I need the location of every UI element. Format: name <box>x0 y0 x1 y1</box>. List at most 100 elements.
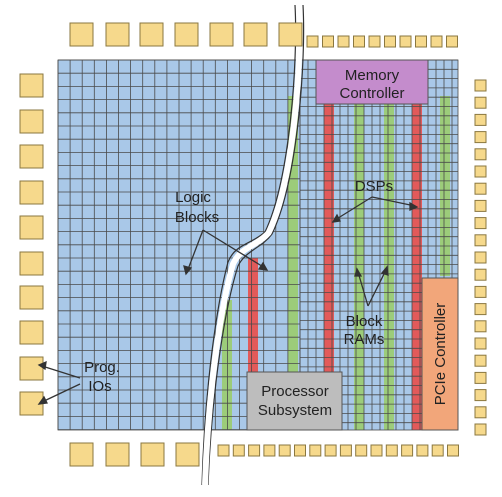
dsp-arrow-left-head <box>331 213 341 223</box>
dsp-column <box>324 96 334 430</box>
io-pad <box>430 35 443 48</box>
io-pad <box>105 442 130 467</box>
bram-arrow-left <box>357 271 369 307</box>
bram-column <box>384 96 394 430</box>
bram-column <box>440 96 450 276</box>
memory-controller-label: Controller <box>339 85 404 102</box>
io-pad <box>217 444 230 457</box>
io-pad <box>353 35 365 48</box>
io-pad <box>474 148 487 161</box>
io-pad <box>474 199 487 212</box>
logic-arrow-left <box>186 229 204 273</box>
io-pad <box>474 337 487 350</box>
io-pad <box>324 444 337 457</box>
io-pad <box>474 131 487 144</box>
io-pad <box>69 22 94 47</box>
bram-column <box>288 96 298 430</box>
dsp-arrow-right <box>371 196 416 207</box>
io-pad <box>474 320 487 333</box>
io-pad <box>474 182 487 195</box>
annotation-arrows <box>37 196 419 405</box>
block-rams-label: RAMs <box>344 331 385 348</box>
io-pad <box>248 444 261 457</box>
cutaway-curve-inner <box>207 4 305 486</box>
io-pad <box>174 22 199 47</box>
io-pad <box>19 251 44 276</box>
io-pad <box>19 215 44 240</box>
processor-subsystem-label: Processor <box>261 383 329 400</box>
bram-arrow-right <box>367 269 387 307</box>
io-pad <box>416 444 429 457</box>
io-pad <box>337 35 350 48</box>
io-pad <box>105 22 130 47</box>
cutaway-gap <box>202 4 303 486</box>
dsp-column <box>248 258 258 430</box>
io-pad <box>294 444 306 457</box>
memory-controller-block <box>315 59 429 105</box>
cutaway-curve-outer <box>201 4 297 486</box>
io-pad <box>140 442 165 467</box>
processor-subsystem-block <box>246 371 343 431</box>
io-arrow-up <box>41 365 81 379</box>
io-arrow-down-head <box>37 395 48 405</box>
io-pad <box>322 35 334 48</box>
io-pad <box>474 96 487 109</box>
io-pad <box>474 303 487 316</box>
io-pad <box>355 444 368 457</box>
io-pad <box>306 35 319 48</box>
io-pad <box>263 444 276 457</box>
io-pad <box>385 444 398 457</box>
io-pad <box>474 79 487 92</box>
io-pad <box>19 109 44 134</box>
io-pad <box>415 35 427 48</box>
logic-blocks-label: Blocks <box>175 209 219 226</box>
io-pad <box>19 285 44 310</box>
prog-ios-label: Prog. <box>84 359 120 376</box>
io-pad <box>401 444 414 457</box>
io-pads <box>19 22 487 467</box>
io-pad <box>474 406 487 419</box>
io-pad <box>474 234 487 247</box>
io-pad <box>474 371 487 384</box>
io-pad <box>339 444 352 457</box>
io-pad <box>474 268 487 281</box>
io-pad <box>19 180 44 205</box>
io-pad <box>447 444 459 457</box>
io-pad <box>19 144 44 169</box>
bram-arrow-left-head <box>354 267 363 277</box>
io-pad <box>243 22 268 47</box>
io-pad <box>232 444 245 457</box>
processor-subsystem-label: Subsystem <box>258 402 332 419</box>
io-pad <box>19 320 44 345</box>
dsp-arrow-right-head <box>409 201 419 211</box>
dsp-column <box>412 96 422 430</box>
io-pad <box>19 356 44 381</box>
io-pad <box>474 217 487 230</box>
prog-ios-label: IOs <box>88 378 111 395</box>
block-rams-label: Block <box>346 313 383 330</box>
io-pad <box>19 73 44 98</box>
io-pad <box>474 113 487 126</box>
pcie-controller-label: PCIe Controller <box>432 303 449 406</box>
logic-blocks-label: Logic <box>175 189 211 206</box>
bram-arrow-right-head <box>380 265 389 276</box>
io-pad <box>384 35 396 48</box>
io-pad <box>399 35 412 48</box>
io-arrow-down <box>41 383 81 403</box>
memory-controller-label: Memory <box>345 67 400 84</box>
io-pad <box>368 35 381 48</box>
logic-arrow-left-head <box>183 265 193 276</box>
io-pad <box>474 165 487 178</box>
io-pad <box>474 251 487 264</box>
io-pad <box>278 444 291 457</box>
io-pad <box>446 35 458 48</box>
io-arrow-up-head <box>37 360 47 371</box>
dsps-label: DSPs <box>355 178 393 195</box>
io-pad <box>69 442 94 467</box>
io-pad <box>209 22 234 47</box>
io-pad <box>474 389 487 402</box>
dsp-arrow-left <box>334 196 373 221</box>
io-pad <box>309 444 322 457</box>
pcie-controller-block <box>421 277 459 431</box>
